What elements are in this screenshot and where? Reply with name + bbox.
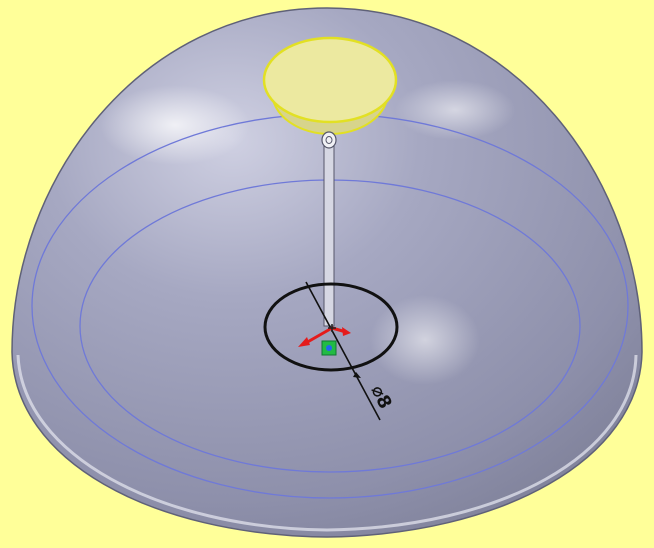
highlight-left: [100, 85, 250, 165]
origin-marker-icon[interactable]: [321, 340, 337, 356]
vertical-axis-rod[interactable]: [323, 137, 335, 327]
sketch-relation-icon[interactable]: [321, 131, 337, 149]
dimension-leader-line[interactable]: [305, 281, 381, 421]
origin-triad-icon[interactable]: [298, 324, 351, 347]
dimension-arrowhead: [353, 372, 361, 378]
sketch-relation-icon-inner: [325, 136, 333, 144]
dome-rim-edge: [16, 354, 638, 532]
selected-face[interactable]: [262, 36, 398, 124]
highlight-center: [370, 295, 480, 385]
sketch-circle[interactable]: [263, 282, 399, 372]
highlight-right: [395, 80, 515, 140]
